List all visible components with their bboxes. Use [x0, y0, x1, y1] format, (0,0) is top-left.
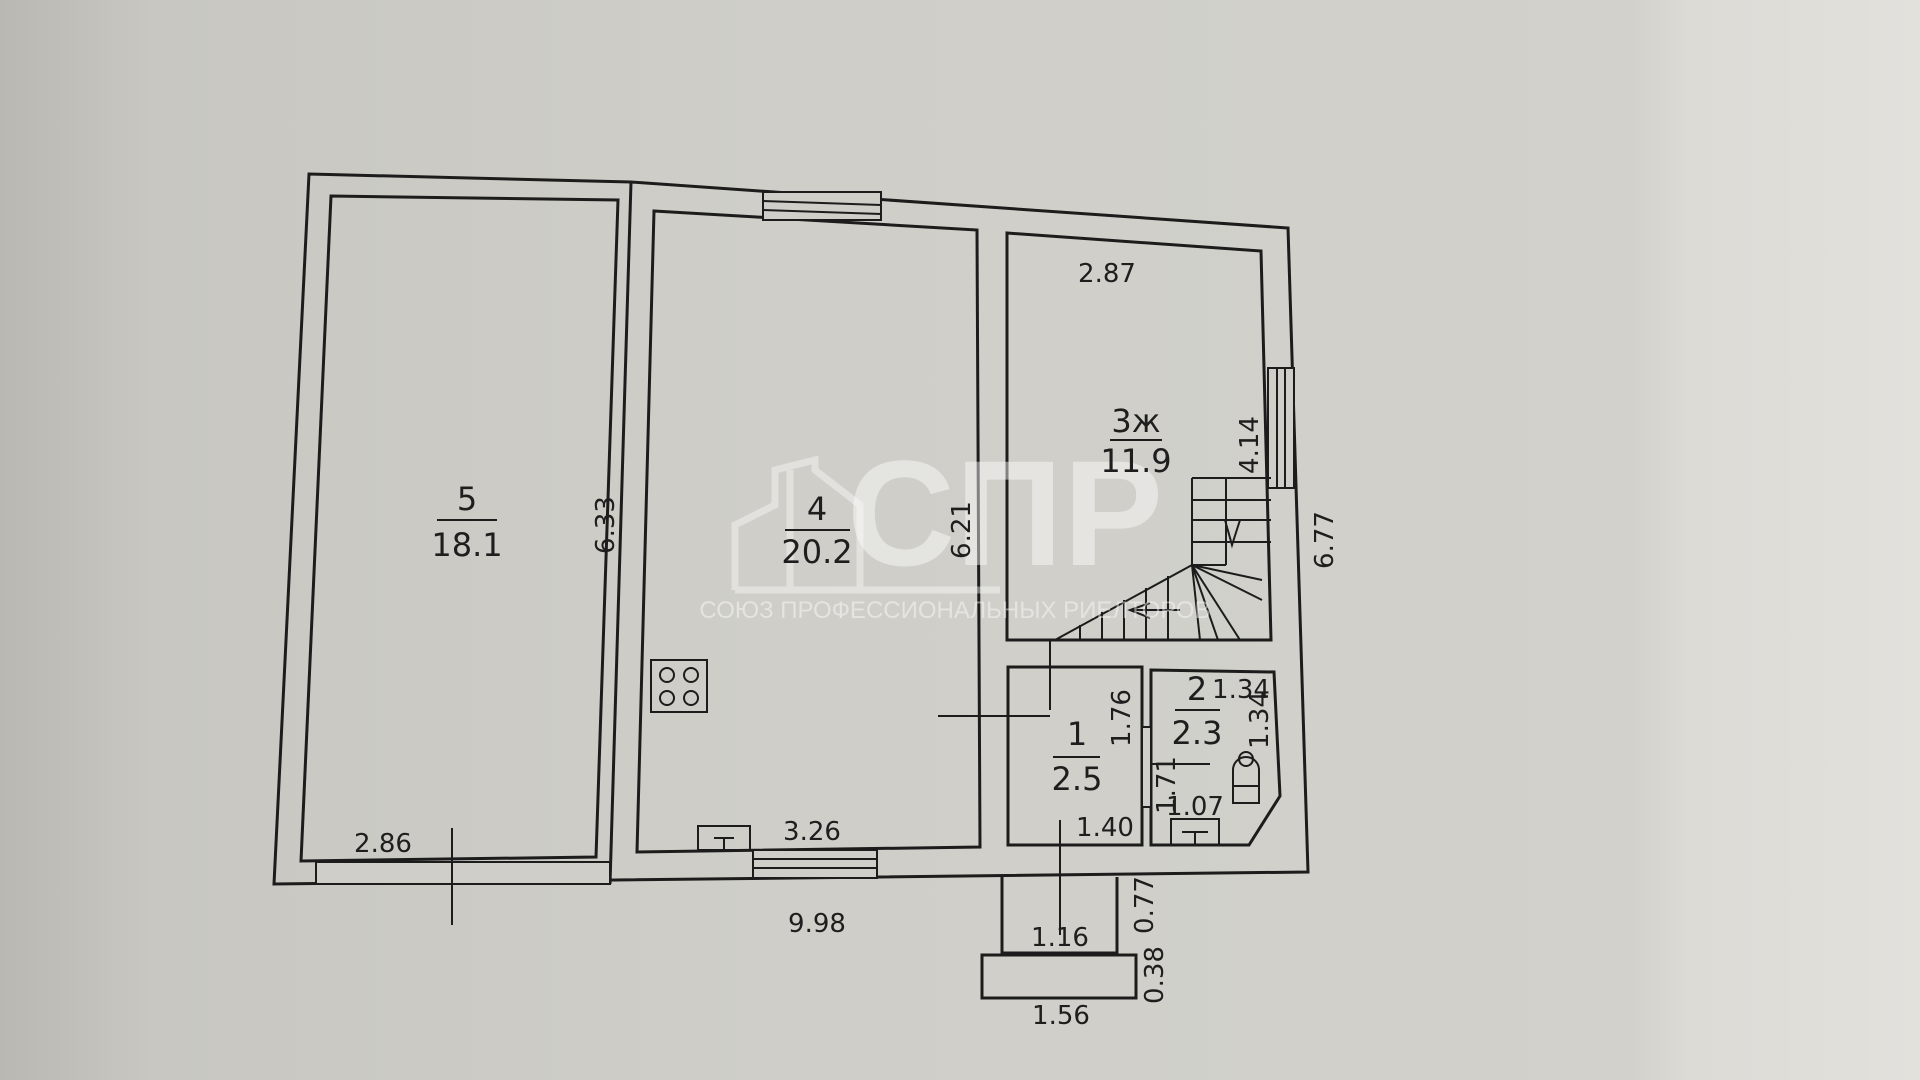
room-number: 2	[1187, 670, 1207, 708]
room-3-label: 3ж 11.9	[1100, 402, 1171, 480]
window-right	[1267, 367, 1295, 489]
window-top	[762, 191, 882, 221]
room-2-label: 2 2.3	[1172, 670, 1223, 752]
dim-r3-height: 4.14	[1235, 416, 1265, 474]
room-number: 1	[1067, 715, 1087, 753]
dim-r4-height: 6.21	[947, 501, 977, 559]
dim-r5-width: 2.86	[354, 829, 412, 859]
window-bottom	[752, 849, 878, 879]
stove-icon	[650, 659, 708, 713]
dim-step-width: 1.56	[1032, 1001, 1090, 1031]
dim-porch-depth: 0.77	[1130, 876, 1160, 934]
dim-r1-height: 1.76	[1107, 689, 1137, 747]
washbasin-icon	[1170, 818, 1220, 846]
dim-total-width: 9.98	[788, 909, 846, 939]
watermark-caption: СОЮЗ ПРОФЕССИОНАЛЬНЫХ РИЕЛТОРОВ	[699, 597, 1210, 624]
room-3-outline	[1005, 231, 1273, 642]
room-area: 18.1	[431, 526, 502, 564]
outer-wall	[272, 172, 1310, 886]
toilet-icon	[1232, 751, 1260, 804]
room-area: 2.5	[1052, 760, 1103, 798]
dim-step-depth: 0.38	[1140, 946, 1170, 1004]
dim-r2-height: 1.34	[1245, 691, 1275, 749]
porch	[1000, 877, 1119, 955]
room-area: 2.3	[1172, 714, 1223, 752]
dim-r5-height: 6.33	[591, 496, 621, 554]
door-room-1	[938, 640, 1210, 935]
door-room-5	[315, 828, 611, 925]
room-4-label: 4 20.2	[781, 490, 852, 571]
dim-r4-width: 3.26	[783, 817, 841, 847]
dim-r1-width: 1.40	[1076, 813, 1134, 843]
room-number: 5	[457, 480, 477, 518]
room-5-label: 5 18.1	[431, 480, 502, 564]
dim-r2-door: 1.71	[1152, 756, 1182, 814]
room-5-outline	[299, 194, 620, 863]
dim-r2-width: 1.34	[1212, 675, 1270, 705]
dim-total-height: 6.77	[1310, 511, 1340, 569]
watermark: СПР СОЮЗ ПРОФЕССИОНАЛЬНЫХ РИЕЛТОРОВ	[699, 429, 1210, 624]
room-area: 20.2	[781, 533, 852, 571]
dim-porch-width: 1.16	[1031, 923, 1089, 953]
staircase	[1054, 477, 1271, 641]
room-4-outline	[635, 209, 982, 854]
dim-r2-bottom: 1.07	[1166, 792, 1224, 822]
watermark-logo: СПР	[847, 429, 1163, 597]
room-2-outline	[1149, 668, 1282, 847]
sink-icon	[697, 825, 751, 851]
room-number: 3ж	[1111, 402, 1160, 440]
room-number: 4	[807, 490, 827, 528]
room-area: 11.9	[1100, 442, 1171, 480]
porch-step	[980, 953, 1138, 1000]
room-1-outline	[1006, 665, 1144, 847]
partition-wall	[608, 181, 633, 885]
room-1-label: 1 2.5	[1052, 715, 1103, 798]
dim-r3-width: 2.87	[1078, 259, 1136, 289]
